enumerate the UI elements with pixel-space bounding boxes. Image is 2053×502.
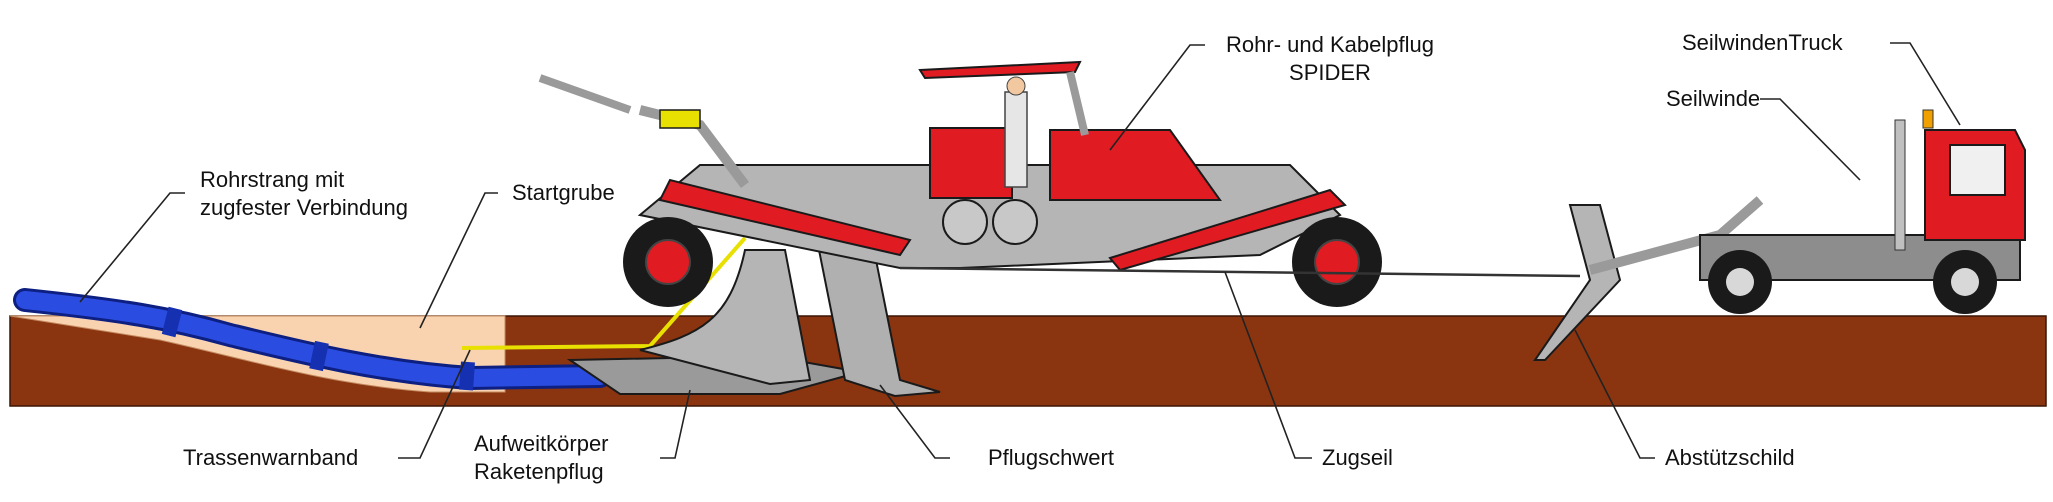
spider-machine — [538, 60, 1382, 307]
pipe-string — [13, 288, 612, 391]
label-seilwindentruck: SeilwindenTruck — [1682, 30, 1843, 55]
label-spider: Rohr- und Kabelpflug SPIDER — [1210, 31, 1450, 87]
winch-truck — [1699, 109, 2026, 314]
label-rohrstrang: Rohrstrang mit zugfester Verbindung — [200, 166, 408, 222]
warning-tape — [461, 236, 747, 350]
label-seilwinde: Seilwinde — [1666, 86, 1761, 111]
pull-cable — [899, 266, 1581, 278]
label-spider-line1: Rohr- und Kabelpflug — [1226, 32, 1434, 57]
label-startgrube: Startgrube — [512, 180, 615, 205]
label-aufweit-line1: Aufweitkörper — [474, 431, 609, 456]
label-rohrstrang-line2: zugfester Verbindung — [200, 195, 408, 220]
label-rohrstrang-line1: Rohrstrang mit — [200, 167, 345, 192]
leader-lines — [79, 42, 1961, 459]
support-shield — [1533, 204, 1622, 361]
label-aufweit-line2: Raketenpflug — [474, 459, 604, 484]
plow-shield — [639, 249, 812, 386]
label-pflugschwert: Pflugschwert — [988, 445, 1114, 470]
label-zugseil: Zugseil — [1322, 445, 1393, 470]
label-trassenwarnband: Trassenwarnband — [183, 445, 359, 470]
label-spider-line2: SPIDER — [1289, 60, 1371, 85]
label-abstuetzschild: Abstützschild — [1665, 445, 1795, 470]
label-aufweit: Aufweitkörper Raketenpflug — [474, 430, 609, 486]
